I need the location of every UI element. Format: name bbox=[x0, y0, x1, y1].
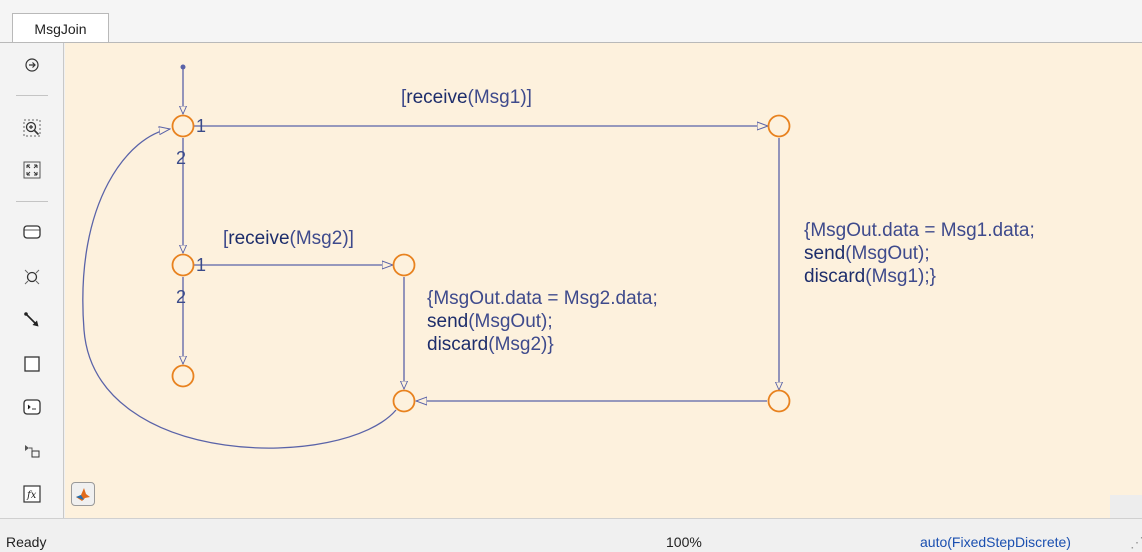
object-palette: fx bbox=[0, 43, 64, 518]
execution-order-label: 1 bbox=[196, 116, 207, 136]
simulink-based-state-icon[interactable] bbox=[20, 439, 44, 463]
action-label-msg2[interactable]: {MsgOut.data = Msg2.data; send(MsgOut); … bbox=[427, 288, 658, 355]
matlab-function-icon[interactable]: fx bbox=[20, 482, 44, 506]
junction-icon[interactable] bbox=[20, 265, 44, 289]
default-transition-icon[interactable] bbox=[20, 308, 44, 332]
zoom-in-icon[interactable] bbox=[20, 116, 44, 140]
condition-label-msg2[interactable]: [receive(Msg2)] bbox=[223, 228, 354, 249]
transition-loop-back[interactable] bbox=[82, 129, 397, 449]
chart-canvas[interactable]: 1 2 1 2 [receive(Msg1)] [receive(Msg2)] … bbox=[65, 43, 1142, 518]
state-icon[interactable] bbox=[20, 220, 44, 244]
navigate-icon[interactable] bbox=[20, 53, 44, 77]
action-label-msg1[interactable]: {MsgOut.data = Msg1.data; send(MsgOut); … bbox=[804, 220, 1035, 287]
scroll-corner bbox=[1110, 495, 1142, 518]
condition-label-msg1[interactable]: [receive(Msg1)] bbox=[401, 87, 532, 108]
execution-order-label: 2 bbox=[176, 148, 187, 168]
fit-view-icon[interactable] bbox=[20, 158, 44, 182]
svg-text:fx: fx bbox=[26, 490, 37, 501]
status-text: Ready bbox=[6, 534, 47, 550]
junction-2[interactable] bbox=[767, 114, 791, 138]
tab-divider bbox=[0, 42, 1142, 43]
matlab-logo-icon[interactable] bbox=[71, 482, 95, 506]
junction-1[interactable] bbox=[171, 114, 195, 138]
junction-6[interactable] bbox=[392, 253, 416, 277]
solver-link[interactable]: auto(FixedStepDiscrete) bbox=[920, 534, 1071, 550]
status-bar: Ready 100% auto(FixedStepDiscrete) ⋰ bbox=[0, 518, 1142, 552]
toolbar-separator bbox=[16, 201, 48, 202]
junction-7[interactable] bbox=[171, 364, 195, 388]
junction-5[interactable] bbox=[171, 253, 195, 277]
toolbar-separator bbox=[16, 95, 48, 96]
junction-4[interactable] bbox=[392, 389, 416, 413]
execution-order-label: 1 bbox=[196, 255, 207, 275]
zoom-level[interactable]: 100% bbox=[666, 534, 702, 550]
simulink-function-icon[interactable] bbox=[20, 395, 44, 419]
tab-msgjoin[interactable]: MsgJoin bbox=[12, 13, 109, 43]
tab-bar: MsgJoin bbox=[0, 0, 1142, 43]
box-icon[interactable] bbox=[20, 352, 44, 376]
stateflow-diagram bbox=[82, 64, 791, 449]
resize-grip-icon[interactable]: ⋰ bbox=[1130, 534, 1142, 550]
execution-order-label: 2 bbox=[176, 287, 187, 307]
junction-3[interactable] bbox=[767, 389, 791, 413]
